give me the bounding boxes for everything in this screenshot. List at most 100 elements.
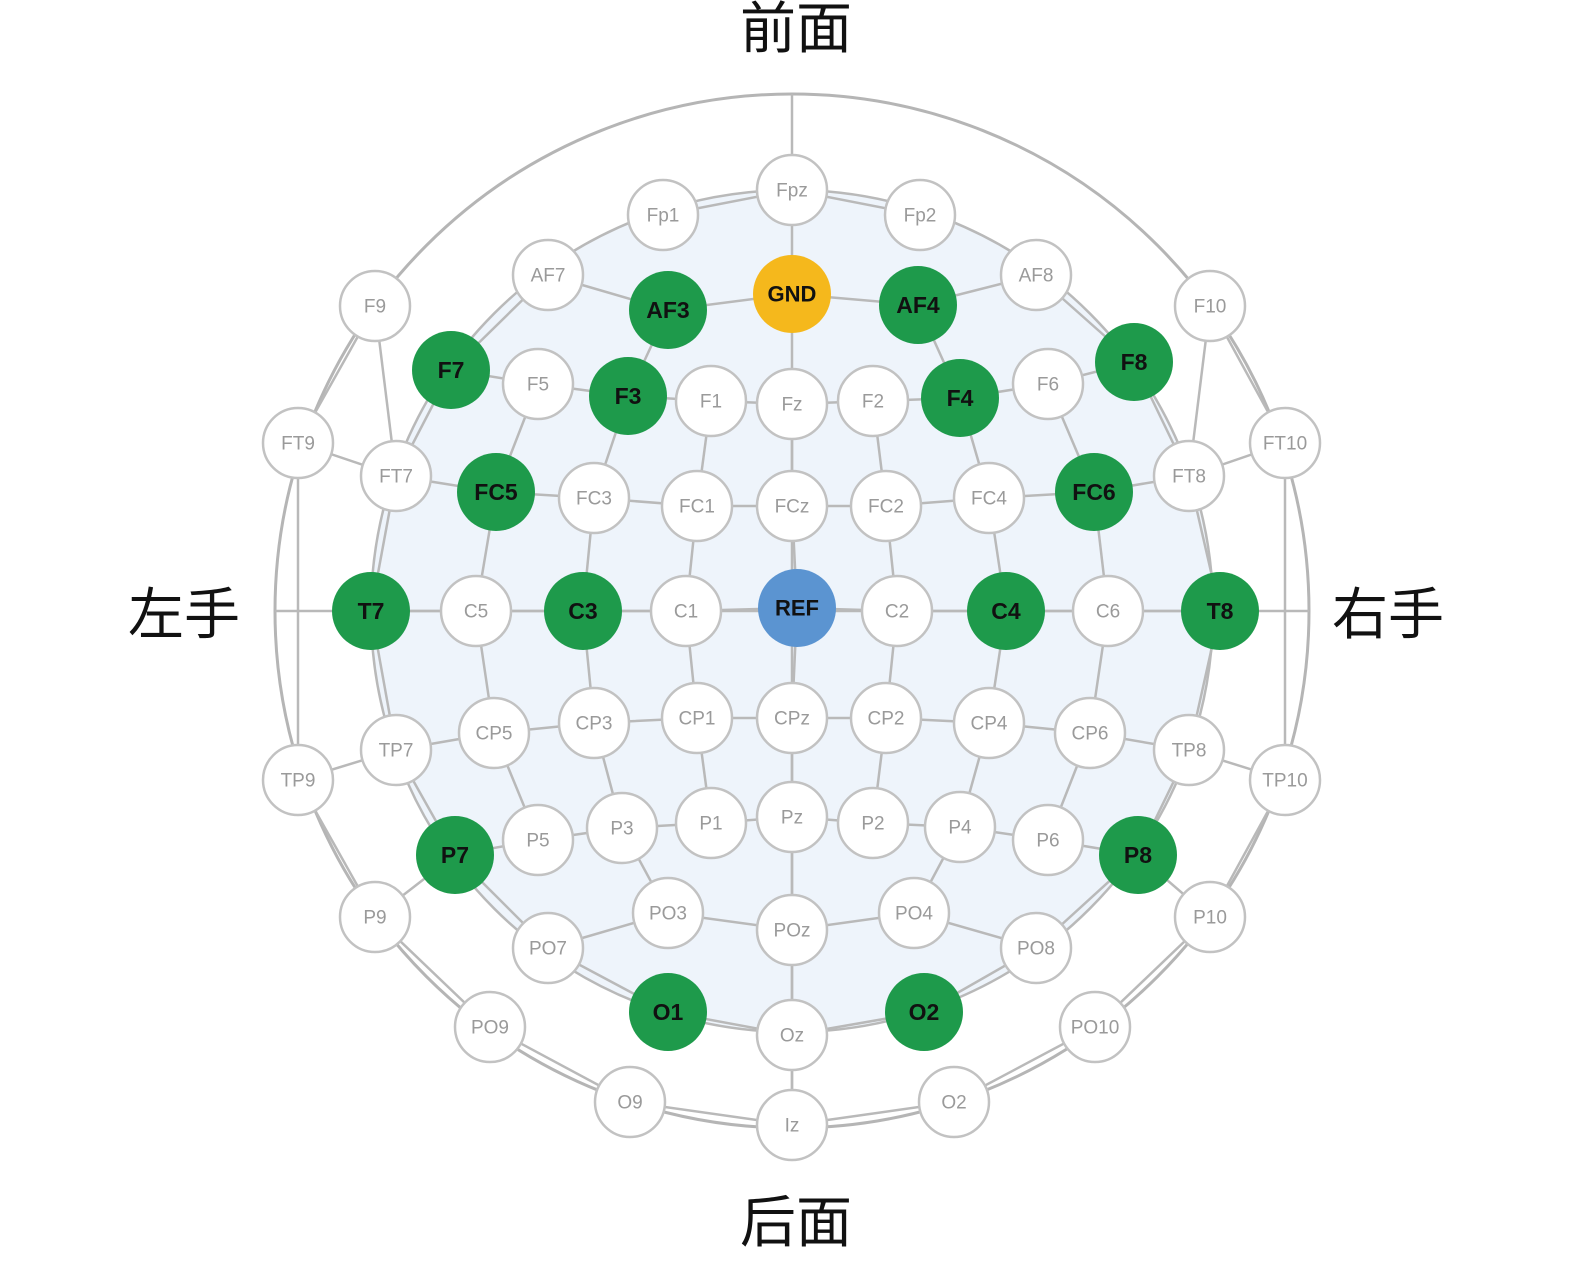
electrode-label: P10	[1193, 908, 1227, 929]
electrode-marker	[836, 364, 910, 438]
electrode-label: PO7	[529, 939, 567, 960]
electrode-label: T7	[358, 598, 385, 624]
electrode-marker	[359, 713, 433, 787]
electrode-label: O2	[909, 999, 940, 1025]
electrode-ft7: FT7	[359, 439, 433, 513]
electrode-fp1: Fp1	[626, 178, 700, 252]
electrode-poz: POz	[755, 893, 829, 967]
electrode-label: FC1	[679, 497, 715, 518]
electrode-label: F8	[1121, 349, 1148, 375]
electrode-marker	[501, 347, 575, 421]
electrode-label: Pz	[781, 808, 803, 829]
electrode-label: FC5	[474, 479, 518, 505]
electrode-marker	[755, 780, 829, 854]
electrode-marker	[332, 572, 410, 650]
electrode-marker	[626, 178, 700, 252]
electrode-label: AF7	[531, 266, 566, 287]
electrode-marker	[885, 973, 963, 1051]
electrode-af4: AF4	[879, 266, 957, 344]
electrode-marker	[999, 911, 1073, 985]
electrode-marker	[967, 572, 1045, 650]
electrode-c6: C6	[1071, 574, 1145, 648]
electrode-label: FT7	[379, 467, 413, 488]
electrode-t7: T7	[332, 572, 410, 650]
electrode-label: FC3	[576, 489, 612, 510]
electrode-label: C6	[1096, 602, 1120, 623]
electrode-c2: C2	[860, 574, 934, 648]
electrode-label: TP10	[1262, 771, 1307, 792]
electrode-label: TP7	[379, 741, 414, 762]
electrode-c3: C3	[544, 572, 622, 650]
electrode-marker	[660, 681, 734, 755]
electrode-cp2: CP2	[849, 681, 923, 755]
electrode-marker	[755, 893, 829, 967]
electrode-o2: O2	[917, 1065, 991, 1139]
electrode-marker	[457, 453, 535, 531]
front-label: 前面	[740, 0, 852, 62]
electrode-marker	[1173, 269, 1247, 343]
electrode-label: F1	[700, 392, 722, 413]
back-label: 后面	[740, 1191, 852, 1256]
electrode-marker	[755, 469, 829, 543]
electrode-label: F9	[364, 297, 386, 318]
electrode-fcz: FCz	[755, 469, 829, 543]
electrode-marker	[849, 469, 923, 543]
electrode-marker	[1181, 572, 1259, 650]
electrode-f5: F5	[501, 347, 575, 421]
electrode-marker	[511, 911, 585, 985]
electrode-o1: O1	[629, 973, 707, 1051]
electrode-label: F3	[615, 383, 642, 409]
electrode-pz: Pz	[755, 780, 829, 854]
electrode-label: PO9	[471, 1018, 509, 1039]
electrode-label: CP2	[868, 709, 905, 730]
electrode-p1: P1	[674, 786, 748, 860]
electrode-o9: O9	[593, 1065, 667, 1139]
electrode-marker	[917, 1065, 991, 1139]
electrode-p2: P2	[836, 786, 910, 860]
electrode-marker	[1011, 803, 1085, 877]
electrode-marker	[758, 569, 836, 647]
electrode-marker	[412, 331, 490, 409]
electrode-marker	[999, 238, 1073, 312]
electrode-po8: PO8	[999, 911, 1073, 985]
electrode-marker	[836, 786, 910, 860]
electrode-label: FT9	[281, 434, 315, 455]
electrode-label: CP6	[1072, 724, 1109, 745]
electrode-marker	[1055, 453, 1133, 531]
electrode-marker	[585, 791, 659, 865]
electrode-marker	[1173, 880, 1247, 954]
electrode-marker	[877, 876, 951, 950]
electrode-po7: PO7	[511, 911, 585, 985]
electrode-label: P5	[526, 831, 549, 852]
electrode-fc5: FC5	[457, 453, 535, 531]
electrode-marker	[660, 469, 734, 543]
electrode-label: Fp1	[647, 206, 680, 227]
electrode-p7: P7	[416, 816, 494, 894]
electrode-label: F7	[438, 357, 465, 383]
electrode-marker	[1071, 574, 1145, 648]
electrode-label: GND	[768, 282, 817, 307]
electrode-p5: P5	[501, 803, 575, 877]
electrode-marker	[359, 439, 433, 513]
electrode-ft10: FT10	[1248, 406, 1322, 480]
electrode-label: F2	[862, 392, 884, 413]
electrode-marker	[544, 572, 622, 650]
electrode-cpz: CPz	[755, 681, 829, 755]
electrode-label: P9	[363, 908, 386, 929]
electrode-c1: C1	[649, 574, 723, 648]
right-hand-label: 右手	[1332, 583, 1444, 648]
electrode-fc6: FC6	[1055, 453, 1133, 531]
electrode-fc4: FC4	[952, 461, 1026, 535]
electrode-po3: PO3	[631, 876, 705, 950]
electrode-marker	[952, 461, 1026, 535]
electrode-ft9: FT9	[261, 406, 335, 480]
electrode-c4: C4	[967, 572, 1045, 650]
electrode-label: F10	[1194, 297, 1227, 318]
electrode-label: FT8	[1172, 467, 1206, 488]
electrode-label: P8	[1124, 842, 1152, 868]
electrode-iz: Iz	[755, 1088, 829, 1162]
electrode-marker	[1248, 743, 1322, 817]
electrode-marker	[453, 990, 527, 1064]
electrode-label: TP9	[281, 771, 316, 792]
